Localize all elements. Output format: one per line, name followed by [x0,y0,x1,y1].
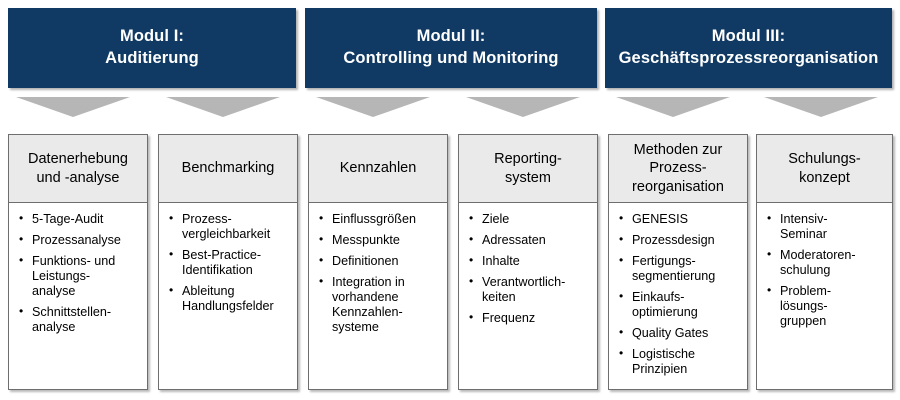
card-reportingsystem[interactable]: Reporting- system Ziele Adressaten Inhal… [458,134,598,390]
list-item: Fertigungs- segmentierung [613,253,743,284]
card-kennzahlen-header: Kennzahlen [309,135,447,203]
module-banner-1[interactable]: Modul I: Auditierung [8,8,296,88]
list-item: Best-Practice- Identifikation [163,247,293,278]
card-schulungskonzept[interactable]: Schulungs- konzept Intensiv- Seminar Mod… [756,134,893,390]
list-item: 5-Tage-Audit [13,211,143,227]
list-item: Prozess- vergleichbarkeit [163,211,293,242]
bullet-list: Ziele Adressaten Inhalte Verantwortlich-… [463,211,593,326]
list-item: Ableitung Handlungsfelder [163,283,293,314]
bullet-list: 5-Tage-Audit Prozessanalyse Funktions- u… [13,211,143,335]
list-item: Intensiv- Seminar [761,211,888,242]
card-reportingsystem-header: Reporting- system [459,135,597,203]
card-datenerhebung[interactable]: Datenerhebung und -analyse 5-Tage-Audit … [8,134,148,390]
card-schulungskonzept-title: Schulungs- konzept [788,151,861,186]
card-kennzahlen-body: Einflussgrößen Messpunkte Definitionen I… [309,203,447,389]
card-schulungskonzept-body: Intensiv- Seminar Moderatoren- schulung … [757,203,892,389]
list-item: Moderatoren- schulung [761,247,888,278]
card-kennzahlen[interactable]: Kennzahlen Einflussgrößen Messpunkte Def… [308,134,448,390]
module-banner-2-title: Modul II: Controlling und Monitoring [343,27,559,67]
card-methoden-prozessreorganisation[interactable]: Methoden zur Prozess- reorganisation GEN… [608,134,748,390]
module-banner-row: Modul I: Auditierung Modul II: Controlli… [8,8,892,88]
module-banner-3[interactable]: Modul III: Geschäftsprozessreorganisatio… [605,8,892,88]
list-item: Messpunkte [313,232,443,248]
card-schulungskonzept-header: Schulungs- konzept [757,135,892,203]
list-item: Funktions- und Leistungs- analyse [13,253,143,299]
list-item: Einflussgrößen [313,211,443,227]
list-item: Einkaufs- optimierung [613,289,743,320]
bullet-list: Prozess- vergleichbarkeit Best-Practice-… [163,211,293,314]
arrow-down-icon-2 [166,97,280,117]
list-item: GENESIS [613,211,743,227]
card-reportingsystem-title: Reporting- system [494,151,562,186]
bullet-list: Einflussgrößen Messpunkte Definitionen I… [313,211,443,335]
card-datenerhebung-body: 5-Tage-Audit Prozessanalyse Funktions- u… [9,203,147,389]
list-item: Frequenz [463,310,593,326]
bullet-list: Intensiv- Seminar Moderatoren- schulung … [761,211,888,329]
card-benchmarking-title: Benchmarking [181,160,275,177]
arrow-down-icon-1 [16,97,130,117]
card-datenerhebung-header: Datenerhebung und -analyse [9,135,147,203]
list-item: Verantwortlich- keiten [463,274,593,305]
list-item: Quality Gates [613,325,743,341]
list-item: Ziele [463,211,593,227]
card-benchmarking-body: Prozess- vergleichbarkeit Best-Practice-… [159,203,297,389]
list-item: Integration in vorhandene Kennzahlen- sy… [313,274,443,335]
card-methoden-title: Methoden zur Prozess- reorganisation [632,142,724,195]
list-item: Prozessanalyse [13,232,143,248]
list-item: Definitionen [313,253,443,269]
list-item: Prozessdesign [613,232,743,248]
arrow-down-icon-5 [616,97,730,117]
arrow-down-icon-3 [316,97,430,117]
module-banner-1-title: Modul I: Auditierung [105,27,199,67]
card-datenerhebung-title: Datenerhebung und -analyse [28,151,128,186]
card-benchmarking[interactable]: Benchmarking Prozess- vergleichbarkeit B… [158,134,298,390]
list-item: Logistische Prinzipien [613,346,743,377]
list-item: Adressaten [463,232,593,248]
card-kennzahlen-title: Kennzahlen [339,160,417,177]
card-reportingsystem-body: Ziele Adressaten Inhalte Verantwortlich-… [459,203,597,389]
list-item: Problem- lösungs- gruppen [761,283,888,329]
module-banner-3-title: Modul III: Geschäftsprozessreorganisatio… [618,27,879,67]
arrow-down-icon-4 [466,97,580,117]
card-methoden-header: Methoden zur Prozess- reorganisation [609,135,747,203]
list-item: Inhalte [463,253,593,269]
arrow-down-icon-6 [764,97,878,117]
list-item: Schnittstellen- analyse [13,304,143,335]
module-banner-2[interactable]: Modul II: Controlling und Monitoring [305,8,597,88]
card-benchmarking-header: Benchmarking [159,135,297,203]
bullet-list: GENESIS Prozessdesign Fertigungs- segmen… [613,211,743,377]
card-methoden-body: GENESIS Prozessdesign Fertigungs- segmen… [609,203,747,389]
